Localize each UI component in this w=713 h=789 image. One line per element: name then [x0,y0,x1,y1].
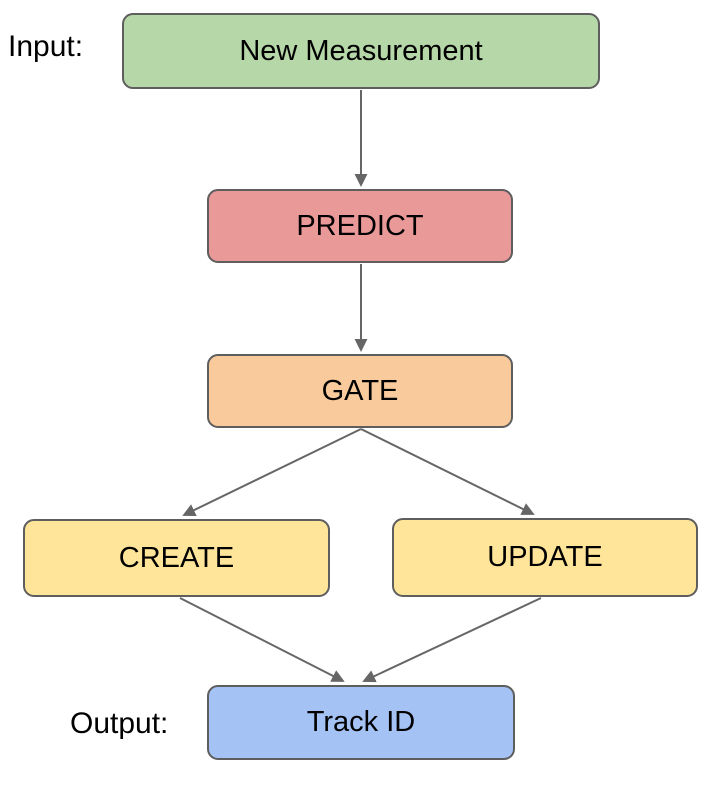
node-new-measurement: New Measurement [122,13,600,89]
node-gate: GATE [207,354,513,428]
output-label: Output: [70,707,169,740]
input-label: Input: [8,30,84,63]
node-track-id-label: Track ID [306,706,416,738]
node-create-label: CREATE [118,541,235,574]
node-track-id: Track ID [207,685,515,760]
node-update-label: UPDATE [487,541,603,573]
node-gate-label: GATE [321,374,399,407]
node-predict: PREDICT [207,189,513,263]
edge-create-to-track-id-arrow [179,597,345,682]
node-predict-label: PREDICT [296,209,424,242]
edge-gate-to-create-arrow [182,428,362,517]
node-update: UPDATE [392,518,698,597]
edge-gate-to-update-arrow [360,428,535,515]
node-create: CREATE [23,519,330,597]
edge-update-to-track-id-arrow [362,597,542,683]
node-new-measurement-label: New Measurement [239,34,483,67]
